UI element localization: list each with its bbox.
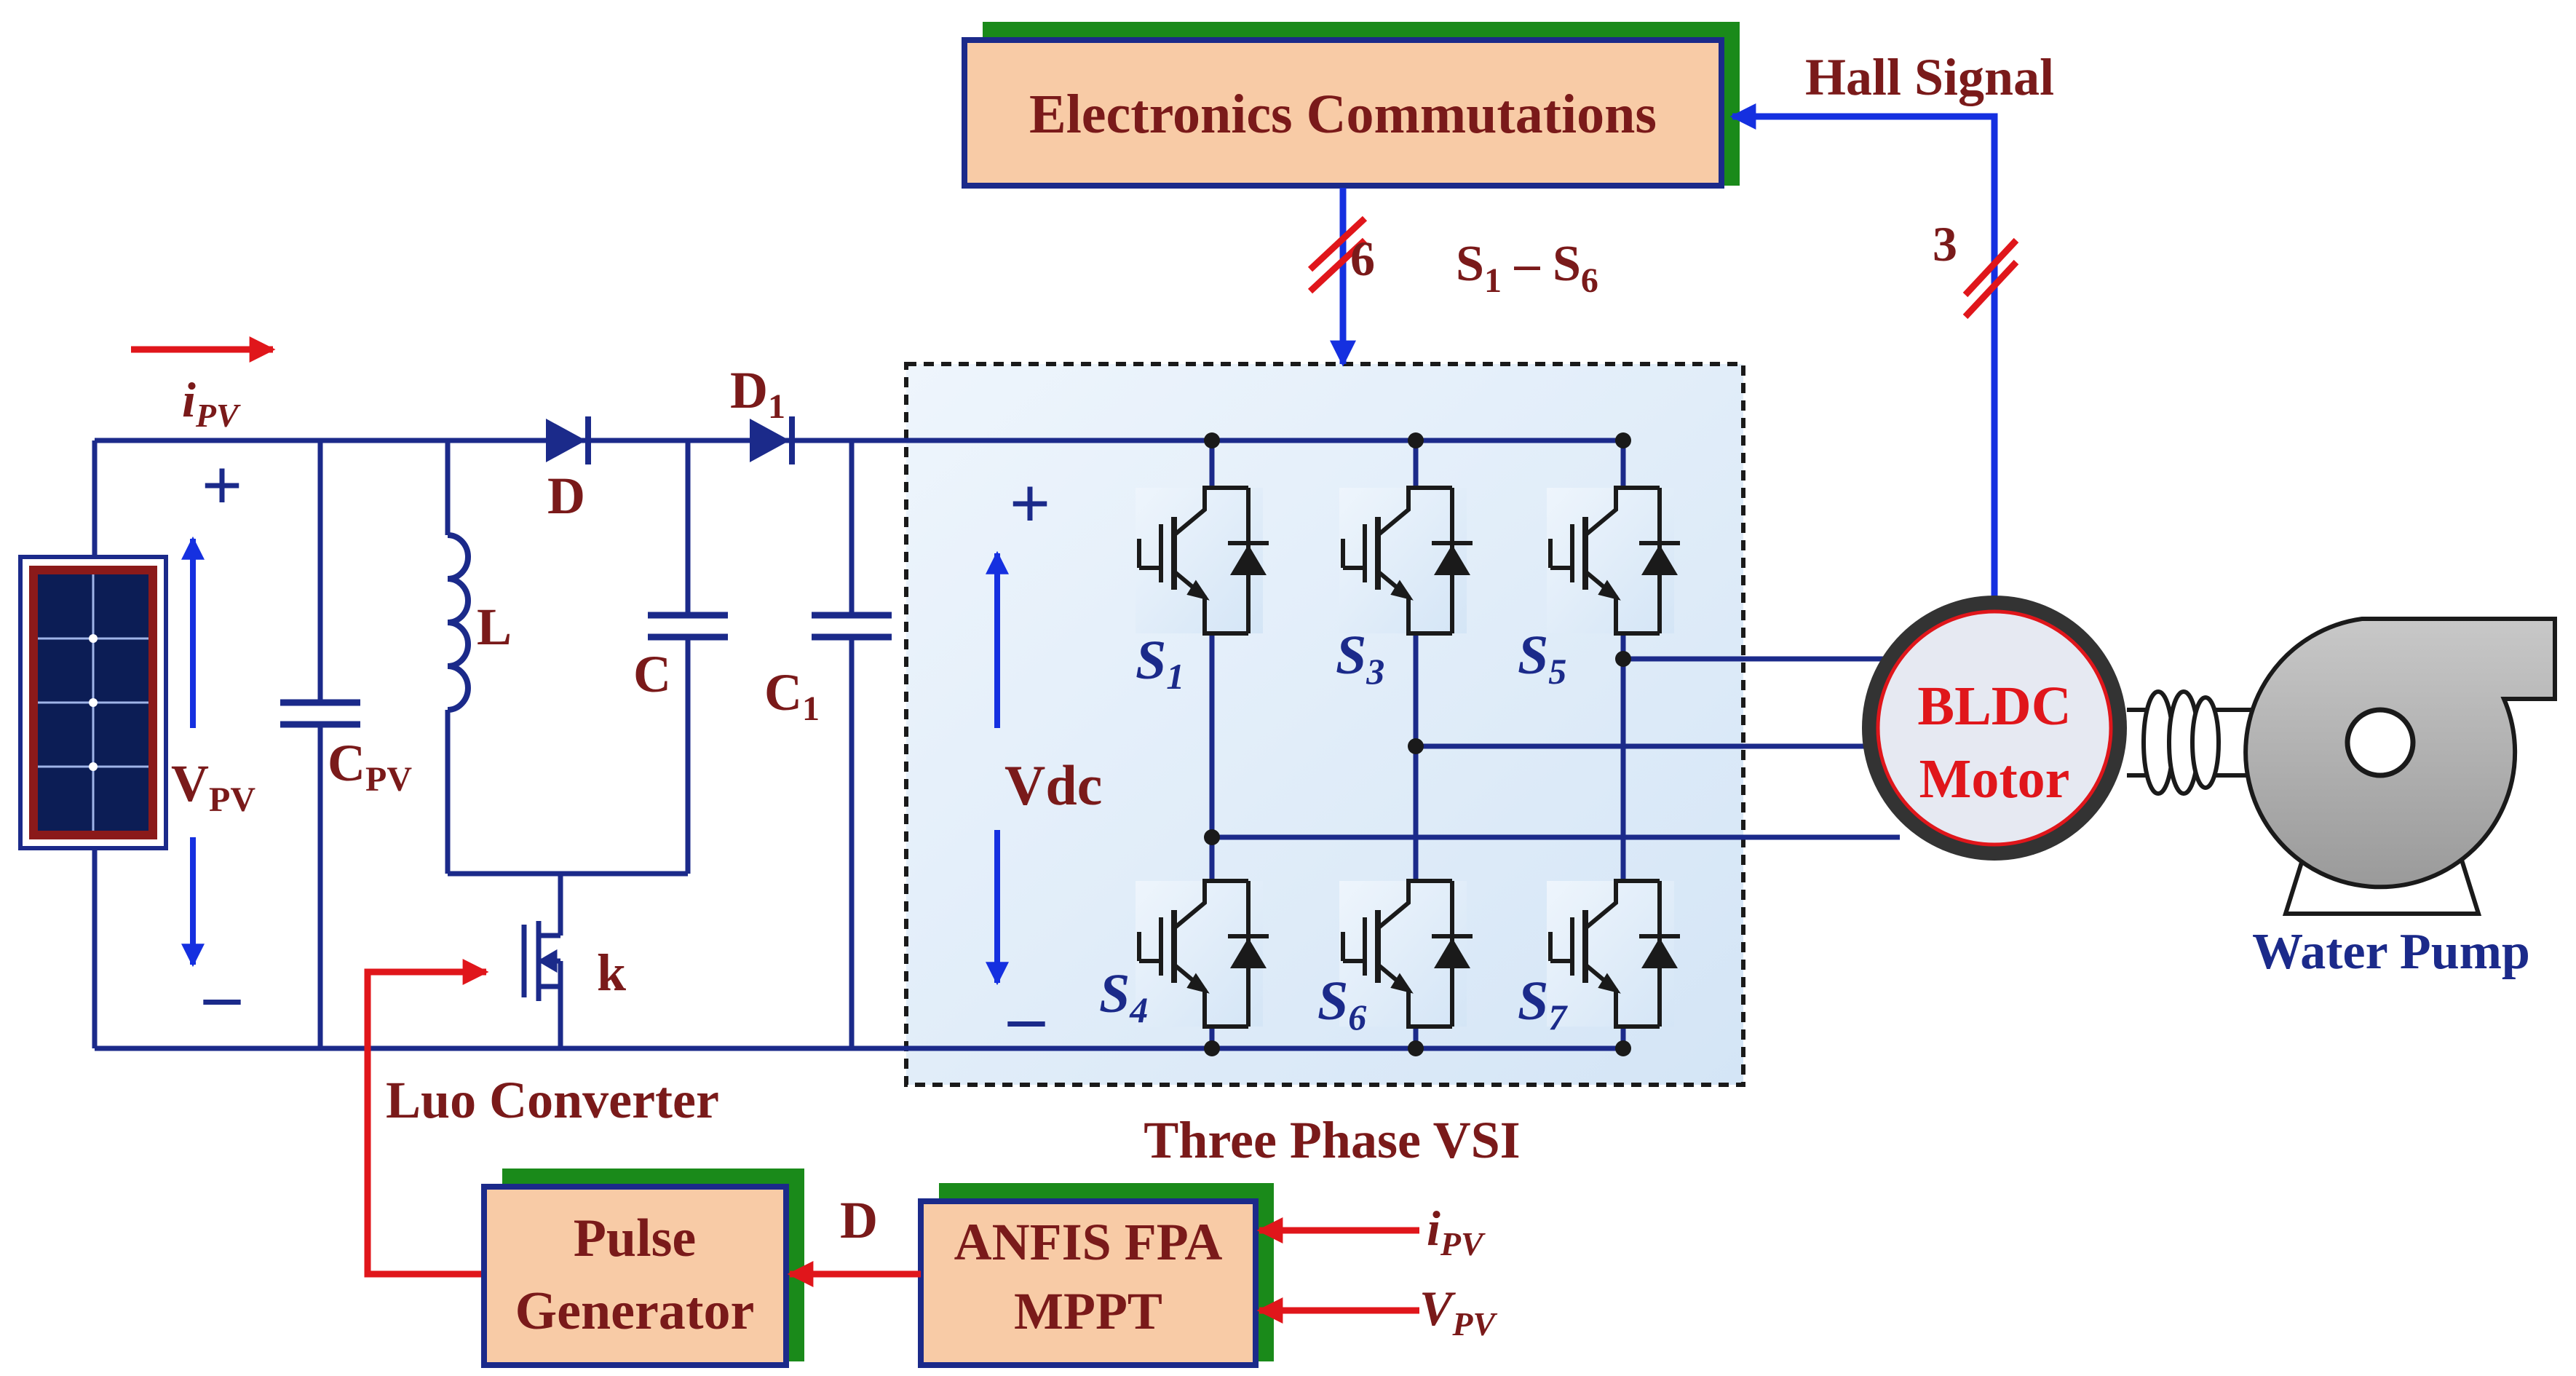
hall-signal-line [1729,103,1998,615]
igbt-s1 [1136,486,1269,636]
node-dots [1204,432,1631,1056]
motor-label-line2: Motor [1919,748,2070,810]
gate-bus-count: 6 [1350,231,1375,286]
igbt-s7 [1547,879,1680,1029]
mosfet-switch-k [521,917,563,1005]
capacitor-cpv [280,699,360,728]
diode-d1 [750,416,795,464]
switch-label-s1: S1 [1136,630,1184,697]
hall-bus-count: 3 [1933,216,1957,272]
gate-bus-slash-2 [1307,237,1368,294]
water-pump-label: Water Pump [2252,924,2530,980]
switch-label-s7: S7 [1518,970,1568,1037]
vpv-plus: + [202,445,243,526]
switch-label-s3: S3 [1336,625,1384,692]
duty-label: D [840,1191,878,1249]
vdc-plus: + [1010,463,1051,544]
mppt-label-line1: ANFIS FPA [954,1213,1223,1271]
vdc-minus: – [1007,976,1045,1057]
pulse-generator-block: Pulse Generator [481,1169,804,1368]
igbt-s4 [1136,879,1269,1029]
pulse-label-line2: Generator [515,1281,755,1341]
luo-converter-label: Luo Converter [386,1071,719,1129]
mppt-label-line2: MPPT [1014,1282,1162,1340]
switch-label-s4: S4 [1099,963,1148,1030]
hall-bus-slash-1 [1962,237,2019,298]
diode-d-label: D [547,467,585,525]
igbt-s5 [1547,486,1680,636]
vdc-label: Vdc [1004,754,1102,817]
inductor-label: L [477,598,512,656]
mppt-block: ANFIS FPA MPPT [918,1183,1274,1368]
switch-k-label: k [597,944,626,1002]
power-wiring [92,438,1900,1051]
vpv-input-label: VPV [1419,1281,1497,1343]
diode-d [546,416,591,464]
pv-panel [18,555,168,850]
diode-d1-label: D1 [730,361,785,426]
hall-bus-slash-2 [1962,259,2019,320]
commutation-block: Electronics Commutations [962,22,1740,189]
gate-bus-slash-1 [1307,216,1368,272]
switch-label-s6: S6 [1317,970,1366,1037]
switch-range-label: S1 – S6 [1456,236,1598,300]
ipv-input-label: iPV [1427,1201,1486,1262]
capacitor-c1-label: C1 [764,663,820,728]
pulse-label-line1: Pulse [574,1209,697,1268]
vsi-label: Three Phase VSI [1144,1111,1520,1169]
vpv-label: VPV [171,754,255,819]
motor-label-line1: BLDC [1917,676,2071,737]
switch-label-s5: S5 [1518,625,1566,692]
igbt-s3 [1339,486,1473,636]
capacitor-c1 [812,612,892,641]
igbt-switches [1136,486,1680,1029]
igbt-s6 [1339,879,1473,1029]
vpv-minus: – [203,954,241,1035]
switch-labels: S1 S3 S5 S4 S6 S7 [1099,625,1568,1037]
inductor-l [447,532,471,713]
motor-pump-coupling [2127,689,2271,796]
cpv-label: CPV [328,734,412,799]
capacitor-c [648,612,728,641]
water-pump [2243,617,2557,916]
commutation-label: Electronics Commutations [1029,84,1657,145]
ipv-label: iPV [182,372,241,434]
capacitor-c-label: C [633,645,671,703]
bldc-motor: BLDC Motor [1862,596,2127,861]
pwm-signal-line [364,959,489,1278]
hall-signal-label: Hall Signal [1805,48,2054,106]
